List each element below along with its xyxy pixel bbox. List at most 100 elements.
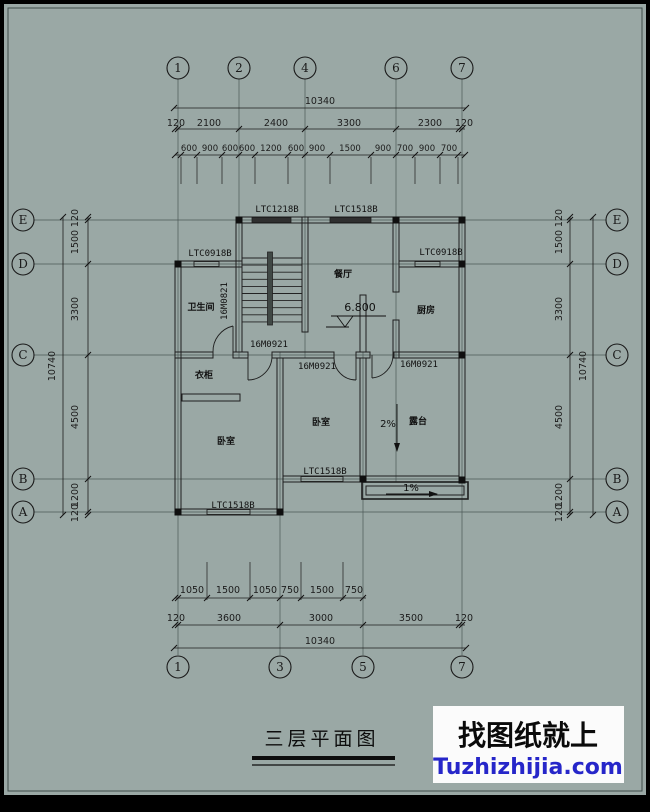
title-underline-thick [252,756,395,760]
dimension-value: 750 [345,585,363,596]
dimension-value: 1500 [339,144,361,154]
axis-bubble-label: 2 [235,61,243,75]
dimension-value: 4500 [554,405,565,429]
witness-lines [180,157,459,600]
axis-bubble-label: A [18,505,28,519]
room-label-dining: 餐厅 [333,268,352,280]
window-ltc1518b-top [329,217,372,223]
doors [212,325,394,381]
watermark-site: Tuzhizhijia.com [433,755,623,780]
dimension-value: 1500 [216,585,240,596]
window-label: LTC0918B [188,249,231,259]
dimension-value: 900 [419,144,435,154]
dimension-value: 3600 [217,613,241,624]
dimension-value: 2300 [418,118,442,129]
axis-bubble [450,56,474,80]
window-label: LTC1518B [303,467,346,477]
dimension-value: 750 [281,585,299,596]
dimension-value: 10340 [305,636,335,647]
watermark-slogan: 找图纸就上 [458,719,598,752]
axis-bubble [227,56,251,80]
dimension-value: 900 [202,144,218,154]
level-marker [326,315,386,328]
axis-bubble [166,56,190,80]
axis-bubble-label: 1 [174,61,182,75]
stair-rail [267,251,273,326]
door-arc-bedroom-left [247,355,273,381]
axis-bubble [605,208,629,232]
axis-bubble-label: 1 [174,660,182,674]
dimension-value: 900 [375,144,391,154]
dimension-value: 900 [309,144,325,154]
dimension-value: 2100 [197,118,221,129]
axis-bubble-label: 5 [359,660,367,674]
dimension-value: 120 [554,209,565,227]
inner-border [7,7,643,792]
dimension-value: 3300 [70,297,81,321]
dimension-value: 1200 [260,144,282,154]
door-label: 16M0821 [220,282,230,320]
axis-bubble [605,343,629,367]
dimension-value: 120 [455,613,473,624]
dimension-value: 120 [455,118,473,129]
door-label: 16M0921 [250,340,288,350]
lintel-label: LTC1518B [334,205,377,215]
slope-value: 1% [403,483,419,494]
dimension-value: 3000 [309,613,333,624]
door-arc-terrace [371,354,394,379]
room-label-wardrobe: 衣柜 [195,369,213,381]
sheet-paper [4,4,646,795]
arrow-down-icon [394,443,400,452]
axis-bubble [605,467,629,491]
dimension-value: 1500 [70,230,81,254]
window-label: LTC1518B [211,501,254,511]
axis-bubble-label: 7 [458,660,466,674]
title-block: 三层平面图 [252,728,395,766]
axis-bubble-label: D [612,257,622,271]
axis-bubble [11,467,35,491]
columns [174,216,466,516]
door-label: 16M0921 [400,360,438,370]
dimension-value: 2400 [264,118,288,129]
plan-labels: LTC1218B LTC1518B LTC0918B LTC0918B 卫生间 … [187,205,462,511]
terrace-parapet [361,481,469,500]
axis-bubble-label: 4 [301,61,309,75]
axis-bubble [166,655,190,679]
dimension-value: 3300 [337,118,361,129]
windows [193,217,441,515]
door-arc-bathroom [212,325,234,353]
room-label-bedroom-mid: 卧室 [312,416,330,428]
dimension-lines [62,107,594,649]
lintel-label: LTC1218B [255,205,298,215]
door-label: 16M0921 [298,362,336,372]
axis-bubble [384,56,408,80]
staircase [242,251,302,326]
dimension-value: 600 [222,144,238,154]
arrow-right-icon [429,491,438,497]
window-label: LTC0918B [419,248,462,258]
drawing-title: 三层平面图 [264,728,379,750]
dimension-value: 600 [181,144,197,154]
axis-bubble-label: 3 [276,660,284,674]
dimension-value: 10740 [578,351,589,381]
dimension-value: 700 [441,144,457,154]
axis-bubble [293,56,317,80]
dimension-value: 1200 [554,483,565,507]
dimension-value: 700 [397,144,413,154]
dimension-value: 3300 [554,297,565,321]
dimension-value: 3500 [399,613,423,624]
dimension-value: 1500 [310,585,334,596]
watermark-box [433,706,624,783]
slope-value: 2% [380,419,396,430]
room-label-kitchen: 厨房 [417,304,435,316]
axis-bubble [11,500,35,524]
dimension-value: 120 [70,504,81,522]
axis-bubble [351,655,375,679]
axis-bubble [11,343,35,367]
dimension-value: 1050 [253,585,277,596]
axis-bubble-label: B [613,472,622,486]
